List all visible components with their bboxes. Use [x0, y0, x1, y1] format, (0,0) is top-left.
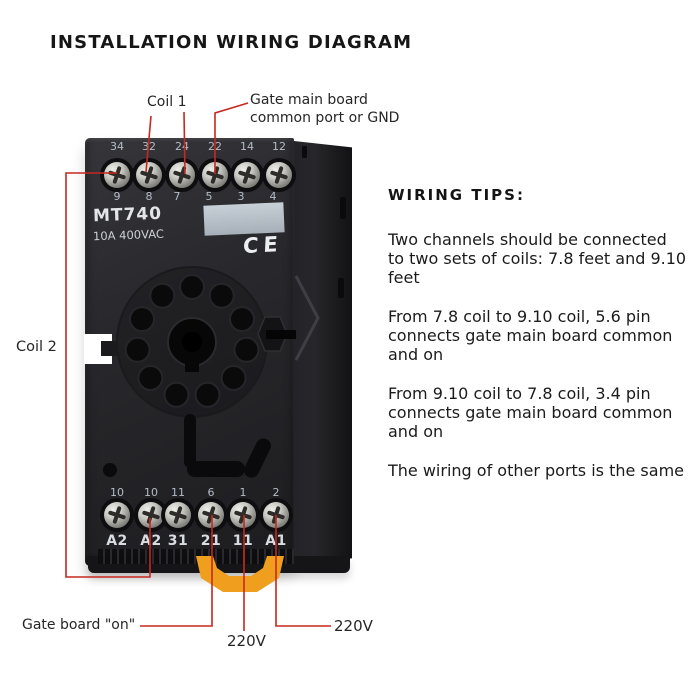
gate-common-label-line1: Gate main board: [250, 92, 368, 108]
tip-line: and on: [388, 345, 444, 364]
rating-label: 10A 400VAC: [92, 226, 165, 244]
tip-line: feet: [388, 268, 420, 287]
voltage-right-label: 220V: [334, 617, 373, 635]
side-slot: [302, 146, 307, 158]
tip-line: From 7.8 coil to 9.10 coil, 5.6 pin: [388, 307, 651, 326]
gate-common-label-line2: common port or GND: [250, 109, 400, 126]
terminal-screw-11: [230, 502, 256, 528]
terminal-label-a1: A1: [265, 533, 287, 549]
tip-line: From 9.10 coil to 7.8 coil, 3.4 pin: [388, 384, 651, 403]
pin-number-9: 9: [113, 190, 121, 203]
terminal-number-32: 32: [142, 140, 156, 153]
terminal-label-11: 11: [232, 533, 254, 549]
pin-number-7: 7: [173, 190, 181, 203]
terminal-label-31: 31: [167, 533, 189, 549]
tip-line: Two channels should be connected: [388, 230, 667, 249]
small-hole: [103, 463, 117, 477]
side-slot: [340, 197, 346, 219]
tip-line: connects gate main board common: [388, 326, 673, 345]
coil1-label: Coil 1: [147, 94, 187, 110]
terminal-screw-22: [202, 162, 228, 188]
tip-line: and on: [388, 422, 444, 441]
tip-line: connects gate main board common: [388, 403, 673, 422]
terminal-number-14: 14: [240, 140, 254, 153]
voltage-center-label: 220V: [227, 632, 266, 650]
mount-slot: [187, 461, 245, 477]
wiring-tips-section: WIRING TIPS: Two channels should be conn…: [388, 186, 698, 496]
mount-slot: [184, 414, 196, 468]
terminal-screw-31: [165, 502, 191, 528]
terminal-number-34: 34: [110, 140, 124, 153]
keyway-slot: [185, 361, 199, 372]
pin-number-11: 11: [171, 486, 185, 499]
gate-common-label: Gate main board common port or GND: [250, 92, 399, 127]
terminal-screw-24: [169, 162, 195, 188]
terminal-screw-12: [266, 162, 292, 188]
terminal-number-12: 12: [272, 140, 286, 153]
terminal-label-a2-2: A2: [140, 533, 162, 549]
pin-number-10b: 10: [144, 486, 158, 499]
tip-line: to two sets of coils: 7.8 feet and 9.10: [388, 249, 687, 268]
pin-number-2: 2: [272, 486, 280, 499]
left-notch-tab: [101, 341, 118, 356]
terminal-screw-14: [234, 162, 260, 188]
center-hole-inner: [182, 332, 202, 352]
pin-number-1: 1: [239, 486, 247, 499]
terminal-screw-a2-1: [104, 502, 130, 528]
pin-number-4: 4: [269, 190, 277, 203]
pin-number-8: 8: [145, 190, 153, 203]
gate-on-label: Gate board "on": [22, 617, 136, 633]
terminal-screw-34: [104, 162, 130, 188]
model-label: MT740: [92, 203, 163, 227]
wiring-tips-heading: WIRING TIPS:: [388, 186, 525, 204]
tip-line: The wiring of other ports is the same: [388, 461, 684, 480]
terminal-label-21: 21: [200, 533, 222, 549]
terminal-number-24: 24: [175, 140, 189, 153]
blank-label-plate: [203, 202, 285, 236]
coil2-label: Coil 2: [16, 339, 57, 355]
vent-slits: [98, 549, 294, 564]
terminal-number-22: 22: [208, 140, 222, 153]
pin-number-6: 6: [207, 486, 215, 499]
side-slot: [338, 278, 344, 298]
terminal-screw-a1: [263, 502, 289, 528]
pin-socket-face: [116, 266, 268, 418]
page-title: INSTALLATION WIRING DIAGRAM: [50, 32, 413, 53]
ce-mark: CE: [242, 231, 284, 259]
terminal-screw-32: [136, 162, 162, 188]
pin-number-5: 5: [205, 190, 213, 203]
terminal-screw-21: [198, 502, 224, 528]
pin-number-10a: 10: [110, 486, 124, 499]
terminal-label-a2-1: A2: [106, 533, 128, 549]
terminal-screw-a2-2: [138, 502, 164, 528]
pin-number-3: 3: [237, 190, 245, 203]
